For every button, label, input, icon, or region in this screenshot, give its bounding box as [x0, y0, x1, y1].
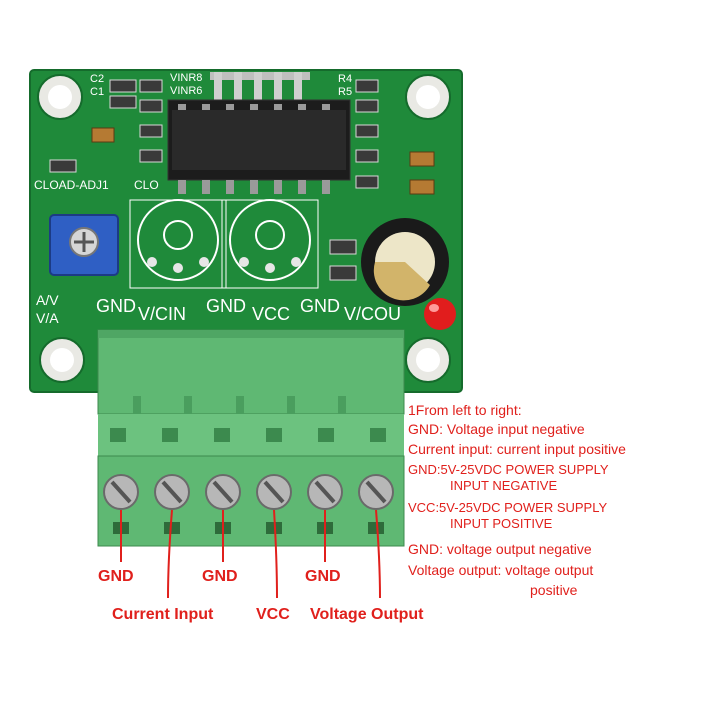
screw-icon	[154, 474, 190, 510]
callout-heading: 1From left to right:	[408, 402, 522, 418]
screw-icon	[358, 474, 394, 510]
callout-voltage-output-b: positive	[530, 582, 578, 598]
ic-chip-icon	[167, 72, 351, 194]
leader-line	[120, 509, 381, 599]
mounting-hole-icon	[37, 74, 83, 120]
callout-gnd-power-b: INPUT NEGATIVE	[450, 478, 558, 493]
mounting-hole-icon	[405, 337, 451, 383]
terminal-label-vcc: VCC	[252, 304, 291, 324]
mounting-hole-icon	[405, 74, 451, 120]
pin-label-voltage-output: Voltage Output	[310, 606, 424, 623]
pot-pad-icon	[147, 257, 301, 273]
silk-label-r5: R5	[338, 86, 353, 98]
pin-label-current-input: Current Input	[112, 606, 214, 623]
callout-gnd-input: GND: Voltage input negative	[408, 421, 585, 437]
silk-label-av: A/V	[36, 292, 59, 308]
callout-vcc-power-a: VCC:5V-25VDC POWER SUPPLY	[408, 500, 608, 515]
callout-current-input: Current input: current input positive	[408, 441, 626, 457]
silk-label-c2: C2	[90, 73, 105, 85]
pcb-board	[30, 70, 462, 392]
inductor-icon	[361, 218, 449, 306]
callout-voltage-output-a: Voltage output: voltage output	[408, 562, 594, 578]
capacitor-icon	[91, 127, 435, 195]
led-icon	[424, 298, 456, 330]
terminal-label-gnd-3: GND	[300, 296, 340, 316]
terminal-label-gnd-1: GND	[96, 296, 136, 316]
silk-label-vinr8: VINR8	[170, 72, 203, 84]
potentiometer-icon	[49, 214, 119, 276]
silk-label-c1: C1	[90, 86, 105, 98]
silk-label-vinr6: VINR6	[170, 85, 203, 97]
screw-icon	[256, 474, 292, 510]
screw-icon	[307, 474, 343, 510]
pin-label-gnd-2: GND	[202, 568, 238, 585]
silk-label-cload: CLOAD-ADJ1	[34, 178, 109, 192]
pin-label-gnd-3: GND	[305, 568, 341, 585]
pin-label-gnd-1: GND	[98, 568, 134, 585]
smd-component-icon	[49, 79, 379, 281]
terminal-block	[97, 329, 405, 547]
callout-gnd-output: GND: voltage output negative	[408, 541, 592, 557]
silk-label-va: V/A	[36, 310, 59, 326]
mounting-hole-icon	[39, 337, 85, 383]
terminal-label-gnd-2: GND	[206, 296, 246, 316]
callout-vcc-power-b: INPUT POSITIVE	[450, 516, 553, 531]
silk-label-clo: CLO	[134, 178, 159, 192]
pin-label-vcc: VCC	[256, 606, 290, 623]
callout-gnd-power-a: GND:5V-25VDC POWER SUPPLY	[408, 462, 609, 477]
silk-label-r4: R4	[338, 73, 353, 85]
screw-icon	[103, 474, 139, 510]
terminal-label-vcin: V/CIN	[138, 304, 187, 324]
screw-icon	[205, 474, 241, 510]
terminal-label-vcou: V/COU	[344, 304, 402, 324]
